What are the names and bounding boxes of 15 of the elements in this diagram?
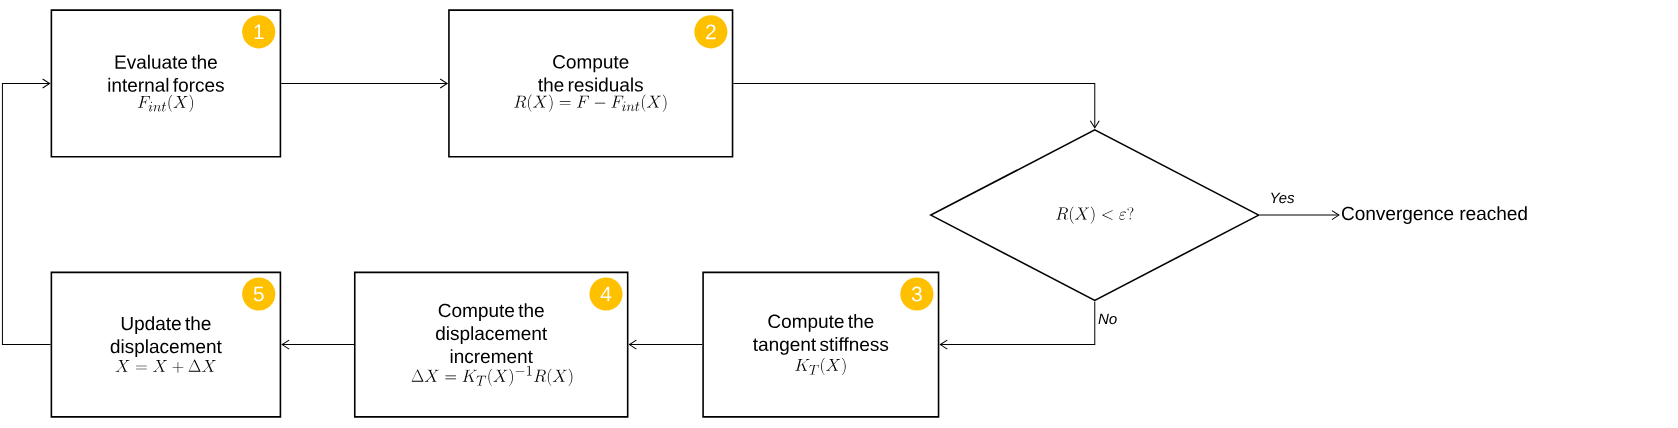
result-text: Convergence reached <box>1342 206 1527 224</box>
arrow <box>281 339 355 350</box>
arrow <box>628 339 703 350</box>
arrow <box>1259 210 1340 221</box>
arrow <box>280 78 448 89</box>
edge-label: Yes <box>1268 191 1296 205</box>
arrow <box>732 82 1100 129</box>
number-badge: 5 <box>242 277 276 311</box>
edge-label: No <box>1097 312 1119 326</box>
number-badge: 3 <box>900 277 934 311</box>
arrow <box>1 78 52 346</box>
number-badge: 1 <box>242 15 276 49</box>
number-badge: 4 <box>589 277 623 311</box>
number-badge: 2 <box>694 15 728 49</box>
arrow <box>939 301 1096 350</box>
